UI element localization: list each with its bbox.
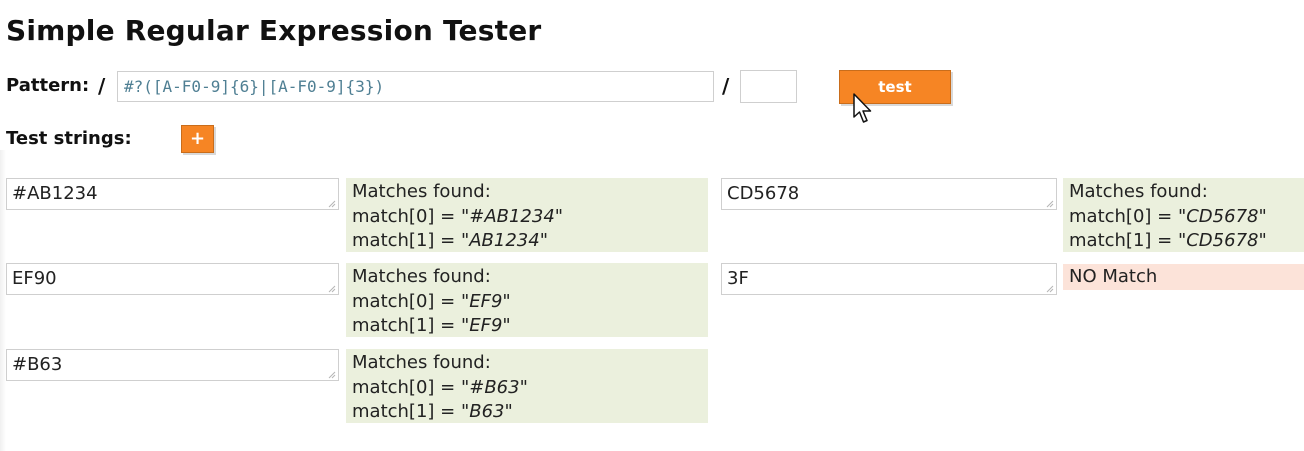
match-result: Matches found: match[0] = "#B63" match[1… [346, 349, 708, 423]
match-value: #B63 [469, 376, 520, 398]
match-value: EF9 [469, 290, 503, 312]
match-value: CD5678 [1186, 205, 1259, 227]
mouse-pointer-icon [853, 93, 872, 123]
match-line-0: match[0] = "#AB1234" [352, 205, 564, 227]
test-string-input[interactable]: 3F [721, 263, 1057, 295]
match-line-0: match[0] = "#B63" [352, 376, 528, 398]
match-result: Matches found: match[0] = "CD5678" match… [1063, 178, 1304, 252]
test-string-input[interactable]: #B63 [6, 349, 339, 381]
match-value: B63 [469, 401, 505, 422]
match-line-1: match[1] = "EF9" [352, 315, 511, 336]
match-value: AB1234 [469, 230, 540, 251]
no-match-text: NO Match [1069, 266, 1158, 287]
match-line-1: match[1] = "CD5678" [1069, 230, 1267, 251]
match-result: Matches found: match[0] = "EF9" match[1]… [346, 263, 708, 337]
add-test-string-button[interactable]: + [181, 125, 214, 153]
flags-input[interactable] [740, 70, 797, 103]
page-title: Simple Regular Expression Tester [6, 14, 542, 47]
pattern-close-slash: / [722, 74, 730, 98]
result-header: Matches found: [1069, 181, 1208, 202]
result-header: Matches found: [352, 266, 491, 287]
test-string-input[interactable]: CD5678 [721, 178, 1057, 210]
result-header: Matches found: [352, 352, 491, 373]
test-string-input[interactable]: EF90 [6, 263, 339, 295]
match-line-0: match[0] = "CD5678" [1069, 205, 1267, 227]
match-result: Matches found: match[0] = "#AB1234" matc… [346, 178, 708, 252]
match-value: CD5678 [1186, 230, 1259, 251]
match-value: EF9 [469, 315, 503, 336]
pattern-open-slash: / [98, 74, 106, 98]
test-strings-label: Test strings: [6, 128, 132, 149]
result-header: Matches found: [352, 181, 491, 202]
match-line-1: match[1] = "AB1234" [352, 230, 548, 251]
match-line-0: match[0] = "EF9" [352, 290, 511, 312]
test-string-input[interactable]: #AB1234 [6, 178, 339, 210]
page-edge-shadow [0, 150, 6, 451]
match-value: #AB1234 [469, 205, 555, 227]
pattern-label: Pattern: [6, 75, 90, 96]
pattern-input[interactable] [117, 71, 714, 102]
no-match-result: NO Match [1063, 264, 1304, 290]
match-line-1: match[1] = "B63" [352, 401, 513, 422]
